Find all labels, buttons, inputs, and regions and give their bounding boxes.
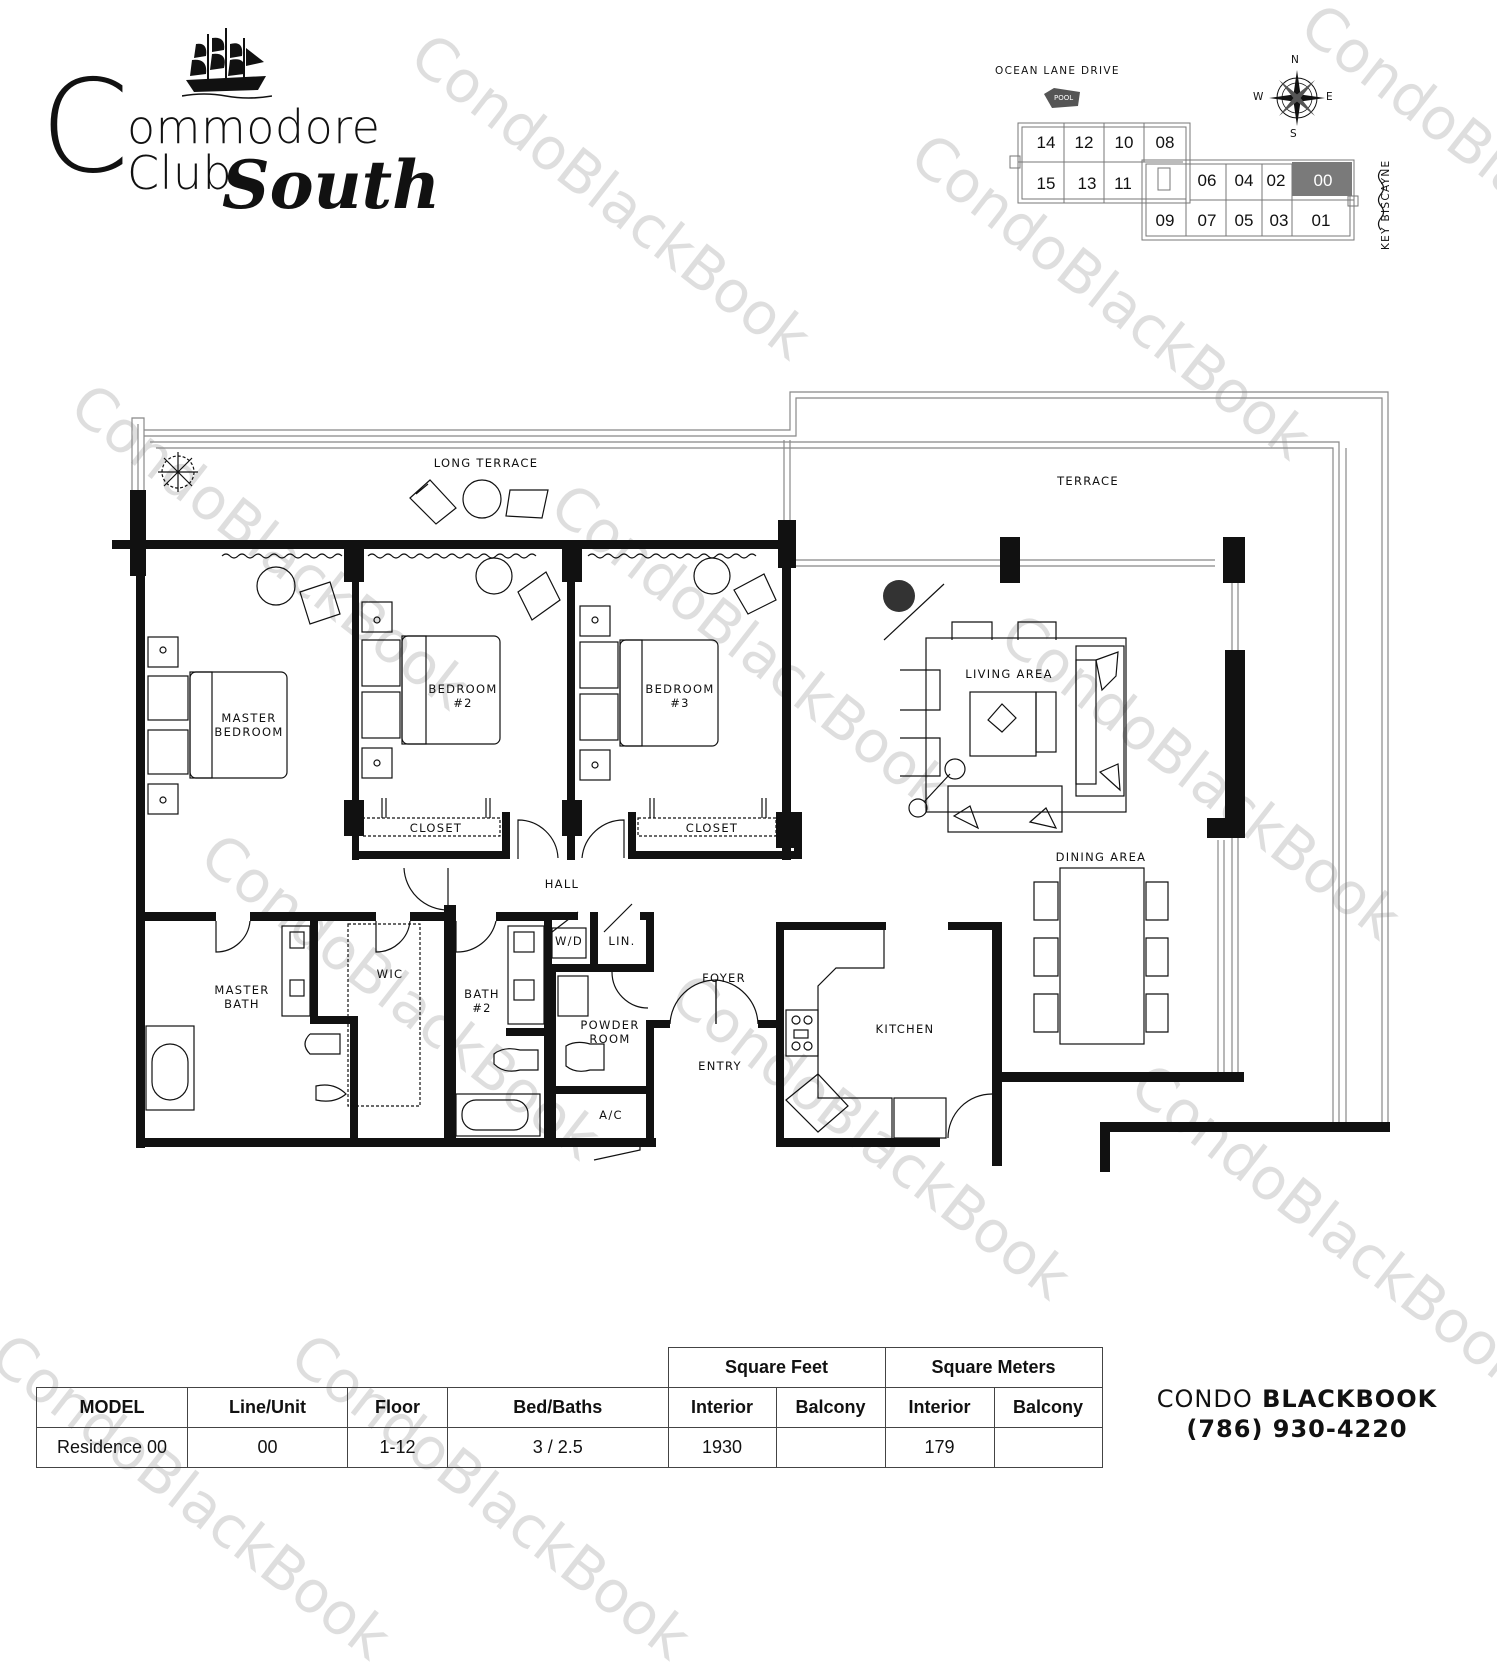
brand-name-bold: BLACKBOOK [1262,1385,1438,1413]
column-header: Floor [347,1387,448,1428]
unit-label: 03 [1269,211,1289,230]
unit-label: 13 [1077,174,1097,193]
curtains [221,553,757,559]
key-plan-building [1009,122,1359,241]
table-cell: 179 [884,1427,995,1468]
unit-label: 02 [1266,171,1286,190]
room-linen: LIN. [608,934,636,948]
room-long-terrace: LONG TERRACE [433,456,539,470]
furniture [145,452,1169,1139]
column-header: Line/Unit [187,1387,348,1428]
floor-plan [112,391,1390,1172]
living-lamp [883,580,915,612]
room-bedroom-3: BEDROOM #3 [645,682,715,710]
table-cell: 1-12 [347,1427,448,1468]
table-cell: 1930 [667,1427,777,1468]
water-waves-icon [1377,169,1385,231]
logo-word-club: Club [127,146,233,200]
logo-word-commodore: ommodore [127,100,381,154]
logo-initial: C [40,53,130,202]
group-header-square-meters: Square Meters [884,1347,1103,1388]
table-cell: Residence 00 [36,1427,188,1468]
table-row: Residence 00 00 1-12 3 / 2.5 1930 179 [36,1427,1103,1468]
table-header-row: MODEL Line/Unit Floor Bed/Baths Interior… [36,1387,1103,1428]
compass-west: W [1253,91,1265,103]
room-master-bath: MASTER BATH [214,983,270,1011]
room-master-bedroom: MASTER BEDROOM [214,711,284,739]
room-closet-bedroom-2: CLOSET [409,821,463,835]
brand-block: CONDO BLACKBOOK (786) 930-4220 [1132,1384,1462,1444]
group-header-square-feet: Square Feet [667,1347,886,1388]
unit-label: 09 [1155,211,1175,230]
pool-label: POOL [1054,94,1074,102]
column-header: Balcony [993,1387,1103,1428]
key-plan-street-label: OCEAN LANE DRIVE [995,65,1120,77]
room-ac: A/C [599,1108,623,1122]
unit-label: 14 [1036,133,1056,152]
room-terrace: TERRACE [1057,474,1119,488]
room-bedroom-2: BEDROOM #2 [428,682,498,710]
compass-north: N [1291,54,1301,66]
unit-label: 01 [1311,211,1331,230]
room-foyer: FOYER [702,971,746,985]
unit-label: 11 [1114,174,1132,193]
compass-rose-icon [1269,70,1325,126]
brand-name-light: CONDO [1156,1385,1253,1413]
unit-label: 04 [1234,171,1254,190]
table-cell: 3 / 2.5 [447,1427,669,1468]
brand-name: CONDO BLACKBOOK [1132,1384,1462,1414]
room-wd: W/D [554,934,584,948]
column-header: Interior [667,1387,777,1428]
glazing [176,541,1239,1075]
room-living-area: LIVING AREA [965,667,1053,681]
table-cell: 00 [187,1427,348,1468]
walls [112,490,1390,1172]
room-closet-bedroom-3: CLOSET [685,821,739,835]
unit-label: 10 [1114,133,1134,152]
terrace-railing [131,391,1389,1122]
table-cell [775,1427,886,1468]
doors [215,819,993,1161]
unit-label: 06 [1197,171,1217,190]
room-dining-area: DINING AREA [1055,850,1147,864]
unit-label: 08 [1155,133,1175,152]
unit-label: 15 [1036,174,1056,193]
unit-label: 07 [1197,211,1217,230]
pool-icon [1044,88,1080,108]
compass-east: E [1326,91,1334,103]
column-header: Balcony [775,1387,886,1428]
column-header: Interior [884,1387,995,1428]
brand-phone[interactable]: (786) 930-4220 [1186,1415,1408,1443]
room-powder-room: POWDER ROOM [580,1018,640,1046]
unit-label-highlighted: 00 [1313,171,1333,190]
room-kitchen: KITCHEN [875,1022,935,1036]
logo-word-south: South [222,146,441,224]
unit-label: 05 [1234,211,1254,230]
key-plan-highlight [1292,162,1352,196]
room-wic: WIC [376,967,404,981]
room-entry: ENTRY [698,1059,742,1073]
column-header: Bed/Baths [447,1387,669,1428]
unit-label: 12 [1074,133,1094,152]
room-bath-2: BATH #2 [464,987,500,1015]
ship-icon [182,28,272,99]
table-cell [993,1427,1103,1468]
column-header: MODEL [36,1387,188,1428]
spec-table: Square Feet Square Meters MODEL Line/Uni… [36,1347,1103,1468]
room-hall: HALL [544,877,580,891]
compass-south: S [1290,128,1298,140]
